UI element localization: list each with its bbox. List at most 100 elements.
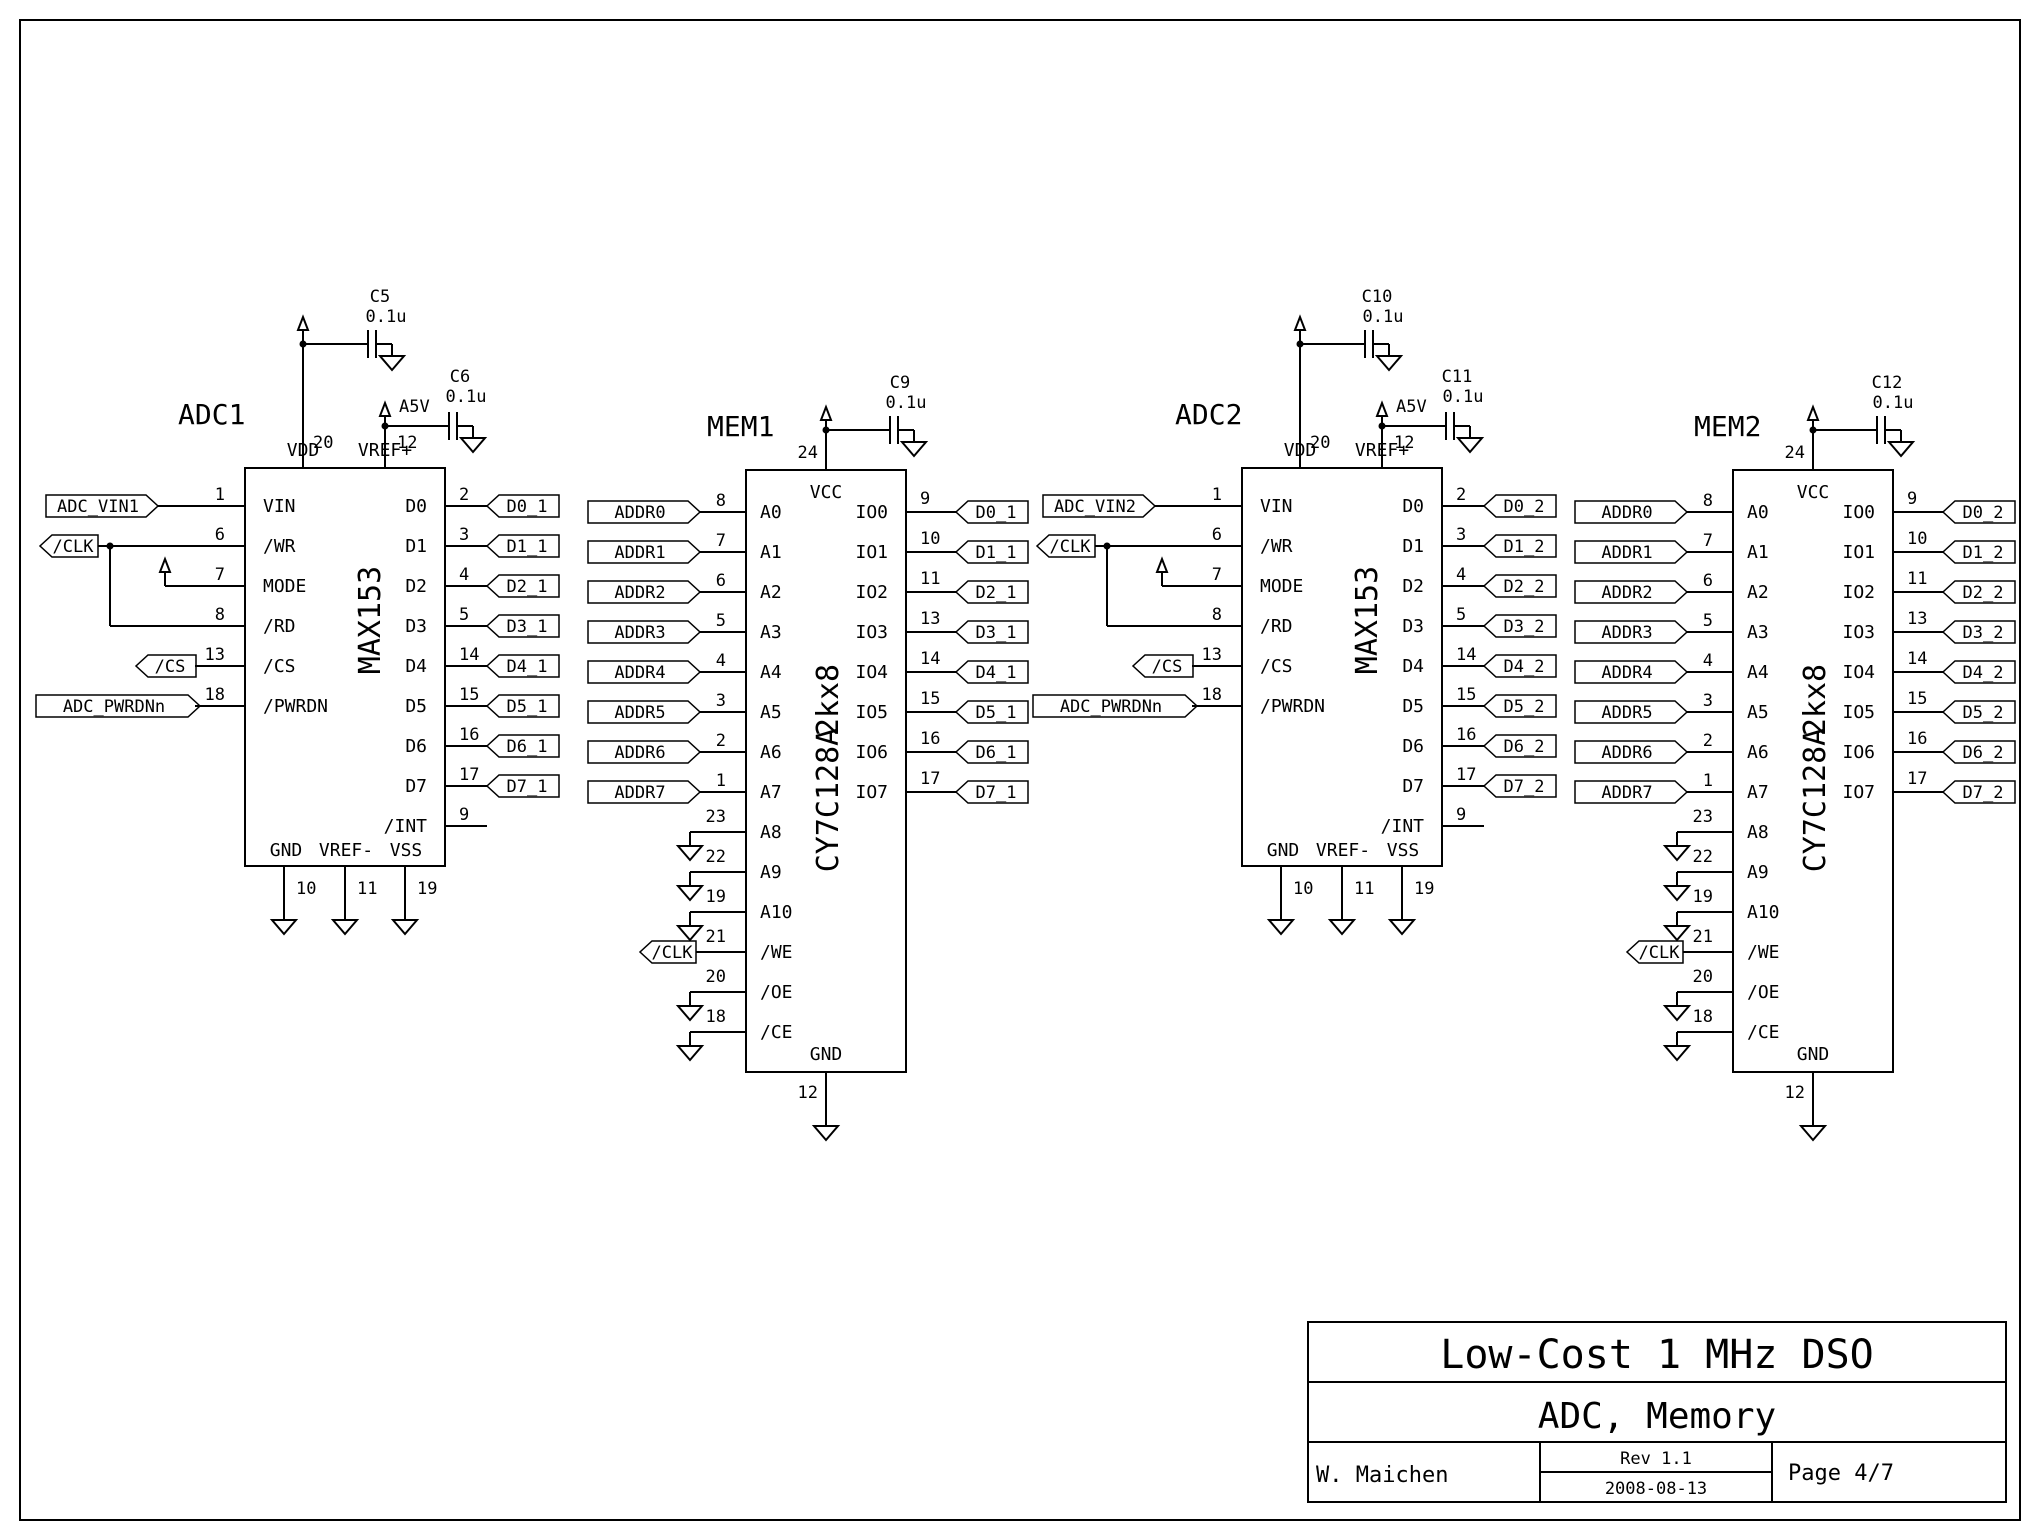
ground-symbol (1662, 925, 1692, 942)
author-text: W. Maichen (1316, 1463, 1448, 1488)
net-label: /CLK (53, 537, 95, 557)
pin-name: A1 (760, 542, 782, 563)
pin-name: VIN (1260, 496, 1293, 517)
pin-number: 9 (1456, 805, 1466, 825)
memory-organization: 2kx8 (1798, 664, 1833, 736)
net-port (1941, 660, 2016, 684)
ground-symbol (675, 845, 705, 862)
pin-name: A5 (1747, 702, 1769, 723)
capacitor-ref: C9 (890, 373, 910, 393)
net-label: D5_1 (507, 697, 548, 717)
net-port (485, 734, 560, 758)
net-port (1482, 614, 1557, 638)
pin-number: 18 (1202, 685, 1222, 705)
pin-name: D5 (405, 696, 427, 717)
net-port (587, 780, 702, 804)
pin-name: GND (810, 1044, 843, 1065)
net-label: D7_2 (1504, 777, 1545, 797)
ground-symbol (330, 919, 360, 936)
net-port (1941, 540, 2016, 564)
net-label: D0_2 (1963, 503, 2004, 523)
pin-number: 4 (1456, 565, 1466, 585)
pin-name: A0 (1747, 502, 1769, 523)
net-port (485, 774, 560, 798)
ground-symbol (1387, 919, 1417, 936)
ground-symbol (1662, 885, 1692, 902)
net-port (1574, 500, 1689, 524)
sheet-border (19, 19, 2021, 1521)
net-port (954, 620, 1029, 644)
pin-number: 11 (1354, 879, 1374, 899)
pin-name: /PWRDN (263, 696, 328, 717)
net-label: ADDR6 (614, 743, 665, 763)
pin-number: 18 (706, 1007, 726, 1027)
pin-number: 3 (459, 525, 469, 545)
net-label: D6_2 (1963, 743, 2004, 763)
net-port (954, 580, 1029, 604)
net-port (1482, 494, 1557, 518)
ground-symbol (458, 437, 488, 454)
pin-number: 6 (1212, 525, 1222, 545)
net-label: D4_1 (976, 663, 1017, 683)
pin-number: 14 (459, 645, 479, 665)
pin-number: 21 (706, 927, 726, 947)
pin-number: 18 (205, 685, 225, 705)
pin-name: GND (270, 840, 303, 861)
net-label: D3_2 (1504, 617, 1545, 637)
memory-2: MEM22kx8CY7C128AA08ADDR0A17ADDR1A26ADDR2… (1574, 373, 2016, 1142)
net-port (587, 660, 702, 684)
pin-name: IO7 (855, 782, 888, 803)
pin-name: MODE (263, 576, 306, 597)
net-port (1941, 740, 2016, 764)
pin-number: 5 (1456, 605, 1466, 625)
pin-number: 16 (459, 725, 479, 745)
pin-number: 8 (716, 491, 726, 511)
net-label: ADDR1 (614, 543, 665, 563)
pin-number: 15 (459, 685, 479, 705)
pin-number: 8 (215, 605, 225, 625)
net-port (485, 614, 560, 638)
pin-number: 24 (1785, 443, 1805, 463)
pin-name: IO7 (1842, 782, 1875, 803)
pin-name: IO0 (855, 502, 888, 523)
net-label: D6_1 (507, 737, 548, 757)
net-label: ADDR7 (614, 783, 665, 803)
pin-number: 6 (716, 571, 726, 591)
pin-number: 5 (716, 611, 726, 631)
ground-symbol (1662, 845, 1692, 862)
pin-number: 12 (1394, 433, 1414, 453)
net-label: ADDR3 (1601, 623, 1652, 643)
pin-number: 8 (1703, 491, 1713, 511)
adc-2: ADC2MAX153VIN1/WR6MODE7/RD8/CS13/PWRDN18… (1032, 287, 1557, 936)
pin-number: 2 (1703, 731, 1713, 751)
net-label: /CLK (652, 943, 694, 963)
net-label: D1_2 (1504, 537, 1545, 557)
power-arrow-symbol (1375, 400, 1389, 417)
capacitor-value: 0.1u (1443, 387, 1484, 407)
title-block: Low-Cost 1 MHz DSO ADC, Memory W. Maiche… (1307, 1321, 2007, 1503)
net-label: ADC_PWRDNn (1060, 697, 1162, 717)
net-port (587, 700, 702, 724)
pin-number: 16 (1907, 729, 1927, 749)
pin-number: 5 (1703, 611, 1713, 631)
pin-name: IO3 (855, 622, 888, 643)
ground-symbol (1662, 1045, 1692, 1062)
pin-name: IO6 (855, 742, 888, 763)
page-number-text: Page 4/7 (1788, 1461, 1894, 1486)
pin-number: 7 (716, 531, 726, 551)
pin-number: 19 (417, 879, 437, 899)
capacitor-value: 0.1u (1873, 393, 1914, 413)
part-number: MAX153 (1350, 566, 1385, 674)
pin-number: 12 (1785, 1083, 1805, 1103)
ground-symbol (675, 1045, 705, 1062)
capacitor-ref: C12 (1872, 373, 1903, 393)
pin-name: D3 (405, 616, 427, 637)
net-port (1131, 654, 1194, 678)
pin-name: A1 (1747, 542, 1769, 563)
capacitor-ref: C6 (450, 367, 470, 387)
pin-number: 13 (1202, 645, 1222, 665)
pin-name: D7 (1402, 776, 1424, 797)
pin-number: 23 (1693, 807, 1713, 827)
pin-number: 9 (920, 489, 930, 509)
ground-symbol (899, 441, 929, 458)
